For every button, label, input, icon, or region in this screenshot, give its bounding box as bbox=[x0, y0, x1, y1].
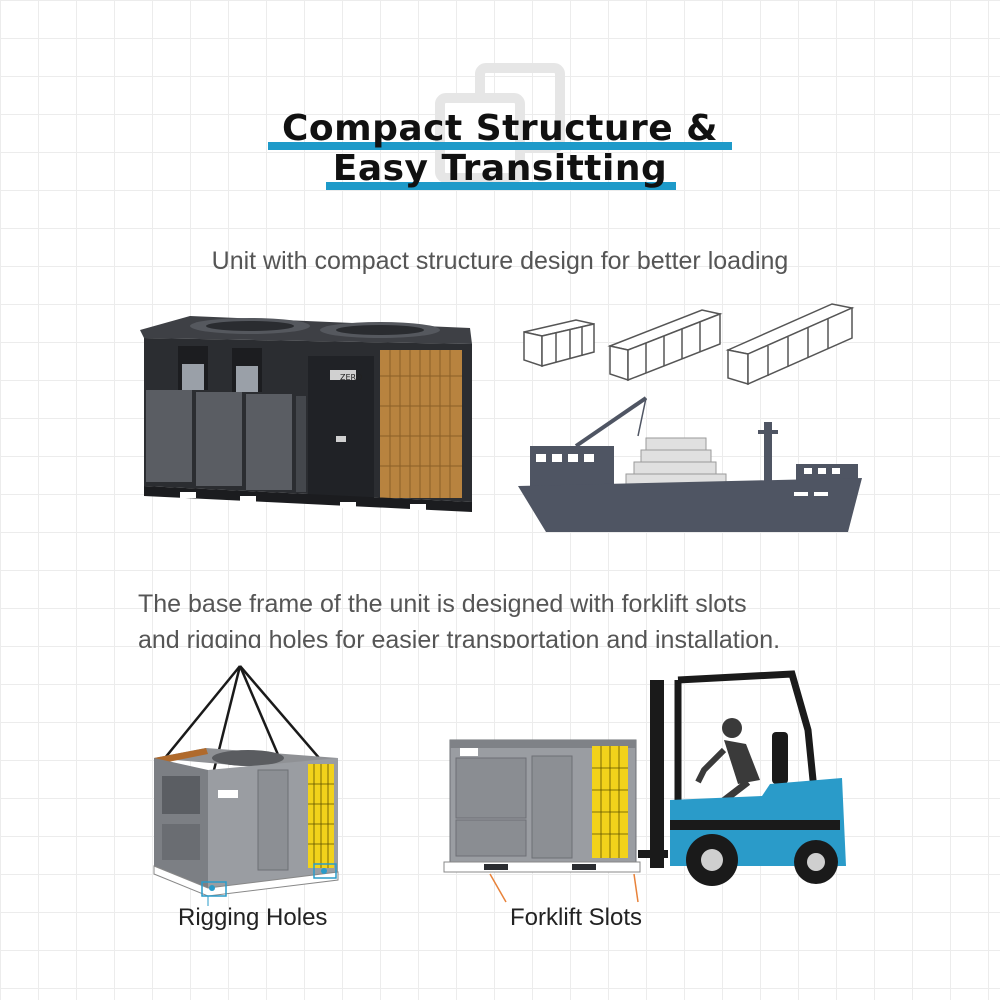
rooftop-unit-image: ZERO bbox=[140, 316, 472, 512]
rigging-unit-image bbox=[153, 665, 339, 906]
unit-brand-logo: ZERO bbox=[340, 373, 362, 382]
caption-rigging-holes: Rigging Holes bbox=[178, 904, 328, 931]
cargo-ship-icon bbox=[518, 396, 862, 532]
title-underline-2 bbox=[326, 182, 676, 190]
page-title-line1: Compact Structure & bbox=[281, 108, 719, 149]
caption-forklift-slots: Forklift Slots bbox=[510, 904, 643, 931]
section1-subtitle: Unit with compact structure design for b… bbox=[211, 247, 789, 275]
forklift-unit-image bbox=[443, 670, 846, 903]
title-underline-1 bbox=[268, 142, 732, 150]
page-title-line2: Easy Transitting bbox=[332, 148, 668, 189]
containers-icon bbox=[523, 303, 855, 386]
description-clip: The base frame of the unit is designed w… bbox=[0, 586, 1000, 648]
description-line1: The base frame of the unit is designed w… bbox=[138, 590, 747, 618]
description-line2: and rigging holes for easier transportat… bbox=[138, 626, 781, 648]
